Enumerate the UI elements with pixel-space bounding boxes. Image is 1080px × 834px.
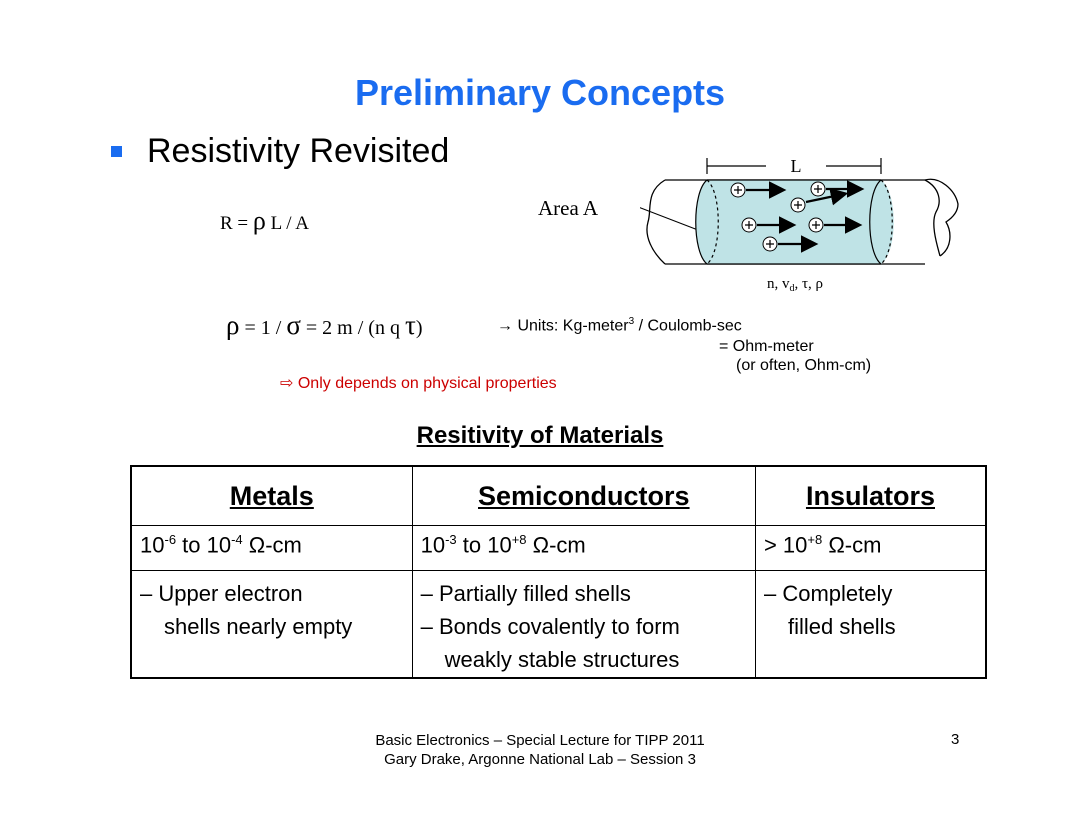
sigma-symbol: σ	[286, 310, 301, 340]
units-prefix: → Units: Kg-meter	[497, 317, 629, 335]
wire-left-break	[646, 179, 666, 265]
bullet-heading: Resistivity Revisited	[147, 132, 450, 170]
units-suffix: / Coulomb-sec	[634, 317, 742, 335]
rho-rest: = 2 m / (n q	[300, 317, 405, 339]
units-line-3: (or often, Ohm-cm)	[736, 357, 872, 374]
range-unit: Ω-cm	[242, 532, 302, 558]
desc-line: filled shells	[787, 614, 896, 639]
range-exp: +8	[511, 532, 527, 547]
range-unit: Ω-cm	[822, 532, 882, 558]
materials-table: Metals Semiconductors Insulators 10-6 to…	[130, 465, 987, 679]
footer-line-2: Gary Drake, Argonne National Lab – Sessi…	[384, 751, 696, 768]
desc-line: – Partially filled shells	[420, 581, 631, 606]
desc-line: – Upper electron	[140, 581, 303, 606]
footer: Basic Electronics – Special Lecture for …	[0, 731, 1080, 769]
rho-mid: = 1 /	[239, 317, 287, 339]
range-base: 10	[420, 532, 446, 558]
semis-range: 10-3 to 10+8 Ω-cm	[411, 525, 756, 571]
resistivity-formula: ρ = 1 / σ = 2 m / (n q τ)	[226, 310, 422, 341]
positive-charge-icon	[741, 216, 797, 234]
desc-line: weakly stable structures	[444, 647, 680, 672]
metals-description: – Upper electron shells nearly empty	[130, 570, 413, 679]
range-exp: +8	[807, 532, 823, 547]
range-base: 10	[140, 532, 165, 558]
header-metals: Metals	[130, 465, 413, 526]
positive-charge-icon	[808, 216, 863, 234]
desc-line: shells nearly empty	[164, 614, 353, 639]
header-semiconductors: Semiconductors	[411, 465, 756, 526]
area-label: Area A	[538, 196, 599, 220]
formula-r-rho: ρ	[252, 206, 266, 235]
table-header-row: Metals Semiconductors Insulators	[130, 465, 987, 526]
range-mid: to 10	[456, 532, 512, 558]
bullet-square-icon	[111, 146, 122, 157]
range-mid: to 10	[176, 532, 232, 558]
table-row: 10-6 to 10-4 Ω-cm 10-3 to 10+8 Ω-cm > 10…	[130, 525, 987, 571]
length-label: L	[791, 156, 802, 176]
caption-sub: d	[789, 283, 794, 294]
range-unit: Ω-cm	[526, 532, 586, 558]
insulators-range: > 10+8 Ω-cm	[754, 525, 987, 571]
positive-charge-icon	[762, 235, 819, 253]
range-base: > 10	[763, 532, 808, 558]
range-exp: -6	[164, 532, 177, 547]
range-exp: -4	[231, 532, 243, 547]
footer-line-1: Basic Electronics – Special Lecture for …	[375, 732, 705, 749]
semis-description: – Partially filled shells – Bonds covale…	[411, 570, 756, 679]
diagram-caption: n, vd, τ, ρ	[767, 276, 823, 294]
positive-charge-icon	[730, 181, 787, 199]
units-line-2: = Ohm-meter	[719, 338, 814, 355]
caption-main: n, v	[767, 276, 790, 292]
insulators-description: – Completely filled shells	[754, 570, 987, 679]
tau-symbol: τ	[404, 310, 416, 340]
slide-title: Preliminary Concepts	[354, 72, 726, 113]
resistance-formula: R = ρ L / A	[220, 206, 309, 236]
table-title: Resitivity of Materials	[416, 422, 664, 449]
range-exp: -3	[445, 532, 457, 547]
rho-symbol: ρ	[226, 310, 240, 340]
formula-r-lhs: R =	[220, 213, 253, 234]
formula-r-rest: L / A	[265, 213, 309, 234]
page-number: 3	[951, 731, 960, 748]
metals-range: 10-6 to 10-4 Ω-cm	[130, 525, 413, 571]
conductor-diagram: L	[640, 156, 959, 294]
wire-right-break	[924, 178, 959, 257]
rho-close: )	[415, 317, 423, 339]
table-row: – Upper electron shells nearly empty – P…	[130, 570, 987, 679]
area-pointer-line	[640, 207, 699, 231]
desc-line: – Completely	[763, 581, 893, 606]
cylinder-segment	[695, 180, 894, 264]
header-insulators: Insulators	[754, 465, 987, 526]
units-line-1: → Units: Kg-meter3 / Coulomb-sec	[497, 316, 742, 335]
positive-charge-icon	[790, 188, 849, 213]
desc-line: – Bonds covalently to form	[420, 614, 680, 639]
note-text: ⇨ Only depends on physical properties	[280, 375, 557, 392]
units-sup: 3	[628, 316, 635, 327]
caption-tail: , τ, ρ	[794, 276, 823, 292]
